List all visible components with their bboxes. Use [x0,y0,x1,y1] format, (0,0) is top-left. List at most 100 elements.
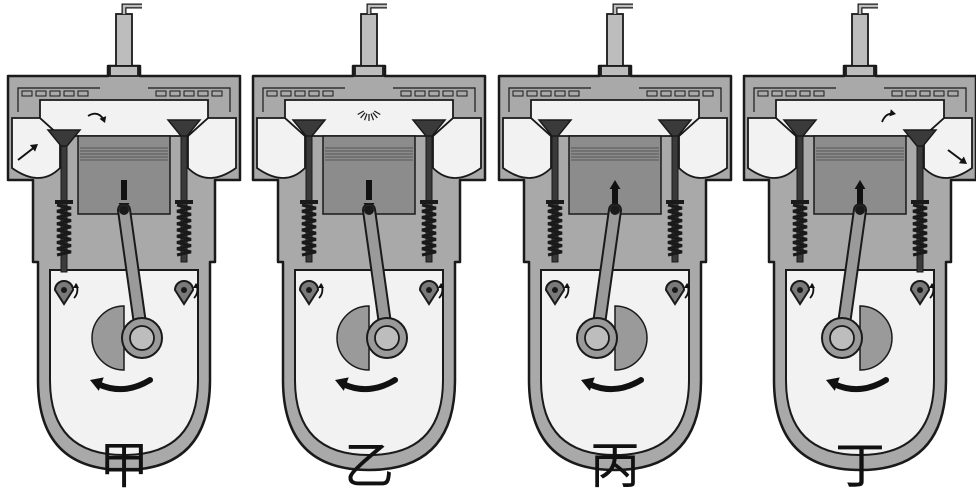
cooling-fin [891,90,903,97]
cooling-fin [540,90,552,97]
cooling-channel [508,87,722,112]
exhaust-cam-rotation-head [438,283,444,288]
cooling-fin [77,90,89,97]
piston-arrow-shaft [366,180,372,200]
intake-cam-axle [552,287,558,293]
cooling-fin [442,90,454,97]
exhaust-valve-head [411,119,447,137]
cooling-channel [753,87,967,112]
wrist-pin [119,205,129,215]
cooling-fin [660,90,672,97]
exhaust-cam-axle [426,287,432,293]
exhaust-valve-head [657,119,693,137]
cooling-fin [526,90,538,97]
wrist-pin [610,205,620,215]
piston-arrow-head [854,180,866,189]
wrist-pin [855,205,865,215]
cooling-fin [947,90,959,97]
intake-valve-retainer [300,200,318,204]
cooling-fin [211,90,223,97]
crank-counterweight [614,305,648,371]
cooling-fin [414,90,426,97]
exhaust-valve-retainer [666,200,684,204]
intake-valve-spring [56,203,72,257]
cooling-fin [21,90,33,97]
crank-pin [584,325,610,351]
connecting-rod [119,205,147,343]
intake-valve-head [537,119,573,137]
cooling-fin [280,90,292,97]
crank-counterweight [336,305,370,371]
cooling-fin [197,90,209,97]
exhaust-valve-spring [176,203,192,257]
exhaust-cam-axle [181,287,187,293]
cooling-fin [322,90,334,97]
intake-valve-spring [547,203,563,257]
cylinder [322,135,416,215]
intake-cam-rotation-head [73,283,79,288]
spark-ray [372,112,378,119]
exhaust-cam-axle [672,287,678,293]
exhaust-cam-axle [917,287,923,293]
exhaust-valve-retainer [420,200,438,204]
crank-rotation-arrow-head [581,377,595,391]
spark-plug-wire-inner [613,4,633,14]
exhaust-valve-spring [421,203,437,257]
cooling-fin [294,90,306,97]
engine-3 [497,3,733,472]
engine-label-2: 乙 [344,437,394,495]
spark-ray [360,112,366,119]
spark-plug-body [360,13,378,67]
cooling-fin [919,90,931,97]
engine-label-3: 丙 [590,437,640,495]
cooling-channel [17,87,231,112]
crank-counterweight [91,305,125,371]
crank-rotation-arrow-head [335,377,349,391]
exhaust-valve-head [166,119,202,137]
intake-valve-head [291,119,327,137]
spark-plug-nut [845,65,875,77]
cooling-fin [400,90,412,97]
cooling-fin [771,90,783,97]
cooling-fin [428,90,440,97]
cooling-fin [308,90,320,97]
intake-valve-retainer [791,200,809,204]
cooling-fin [688,90,700,97]
connecting-rod [364,205,392,343]
cooling-fin [266,90,278,97]
intake-valve-head [782,119,818,137]
spark-ray [363,113,368,121]
cooling-fin [512,90,524,97]
crank-rotation-arrow [831,377,889,393]
spark-plug-wire-inner [858,4,878,14]
exhaust-valve-retainer [911,200,929,204]
cooling-fin [63,90,75,97]
exhaust-cam-rotation-head [193,283,199,288]
cooling-fin [933,90,945,97]
cooling-fin [813,90,825,97]
cooling-fin [183,90,195,97]
piston-arrow-shaft [857,186,863,206]
engine-label-1: 甲 [99,437,149,495]
intake-cam-rotation-head [318,283,324,288]
crank-pin [829,325,855,351]
exhaust-cam-rotation-head [684,283,690,288]
spark-plug-nut [354,65,384,77]
cooling-fin [799,90,811,97]
cylinder [77,135,171,215]
spark-plug-body [115,13,133,67]
intake-cam-axle [61,287,67,293]
piston-arrow-shaft [121,180,127,200]
exhaust-valve-spring [667,203,683,257]
spark-plug-nut [109,65,139,77]
spark-ray [373,110,381,115]
crank-rotation-arrow-head [90,377,104,391]
intake-valve-head [46,129,82,147]
cooling-fin [702,90,714,97]
crank-rotation-arrow [95,377,153,393]
intake-cam-axle [306,287,312,293]
spark-plug-body [851,13,869,67]
intake-valve-retainer [55,200,73,204]
cooling-fin [674,90,686,97]
